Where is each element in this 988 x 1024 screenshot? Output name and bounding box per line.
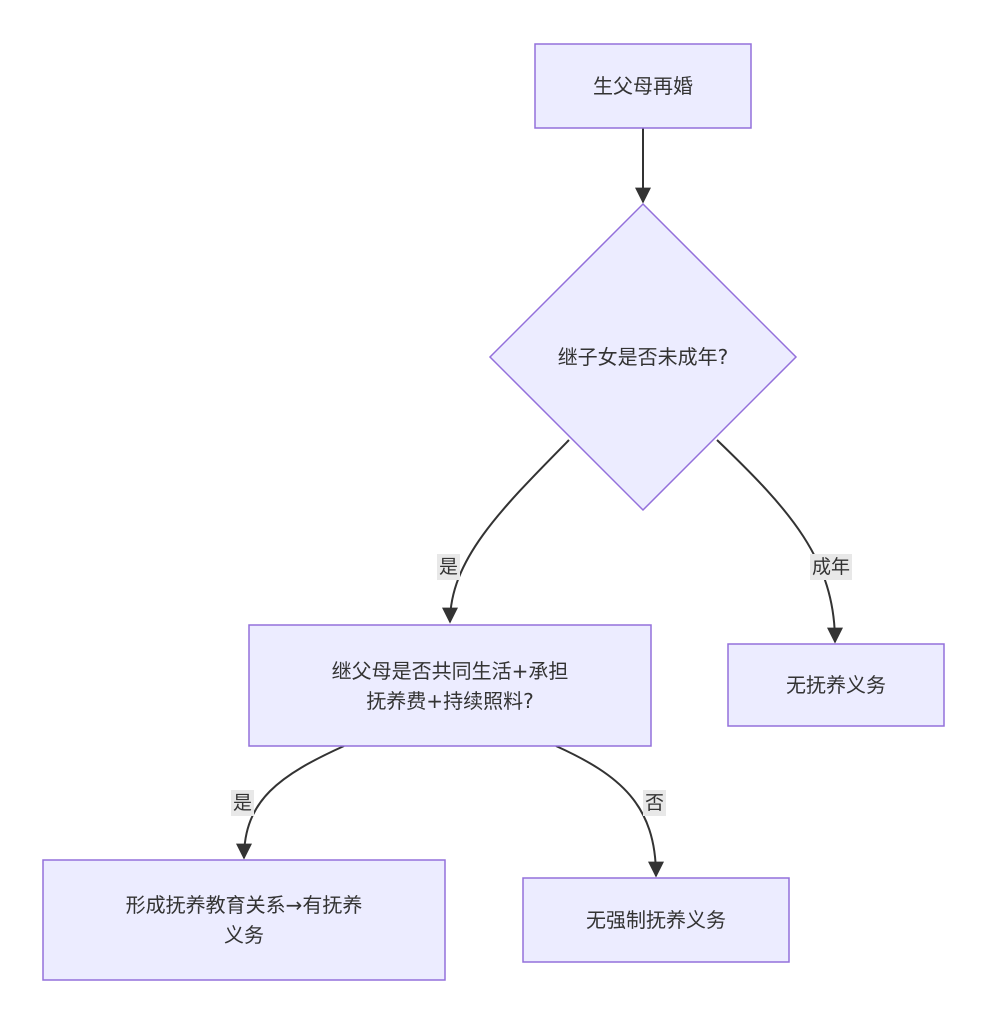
minor-check-text: 继子女是否未成年? (557, 345, 729, 369)
edge-label-cohab-no: 否 (643, 790, 667, 816)
yes-result-node (42, 859, 446, 981)
edge-label-minor-adult: 成年 (810, 554, 853, 580)
minor-check-decision (488, 202, 798, 512)
edge-minor-check-yes (442, 439, 570, 624)
yes-result-label: 形成抚养教育关系→有抚养 义务 (43, 860, 445, 980)
adult-result-text: 无抚养义务 (786, 673, 886, 697)
yes-result-text-line1: 形成抚养教育关系→有抚养 (125, 893, 363, 917)
edge-cohab-check-no (555, 745, 664, 878)
minor-check-label: 继子女是否未成年? (510, 337, 776, 377)
cohab-check-label: 继父母是否共同生活+承担 抚养费+持续照料? (249, 625, 651, 746)
cohab-check-node (248, 624, 652, 747)
cohab-check-text-line2: 抚养费+持续照料? (366, 688, 534, 713)
cohab-check-text-line1: 继父母是否共同生活+承担 (331, 658, 569, 683)
edge-cohab-check-yes (236, 745, 345, 860)
start-node-text: 生父母再婚 (593, 74, 693, 98)
no-result-text: 无强制抚养义务 (586, 908, 726, 932)
start-node-label: 生父母再婚 (535, 44, 751, 128)
adult-result-node (727, 643, 945, 727)
yes-result-text-line2: 义务 (224, 923, 264, 947)
edge-label-cohab-yes: 是 (231, 790, 255, 816)
adult-result-label: 无抚养义务 (728, 644, 944, 726)
edge-minor-check-adult (716, 439, 843, 644)
no-result-label: 无强制抚养义务 (523, 878, 789, 962)
start-node (534, 43, 752, 129)
no-result-node (522, 877, 790, 963)
edge-label-minor-yes: 是 (437, 554, 461, 580)
